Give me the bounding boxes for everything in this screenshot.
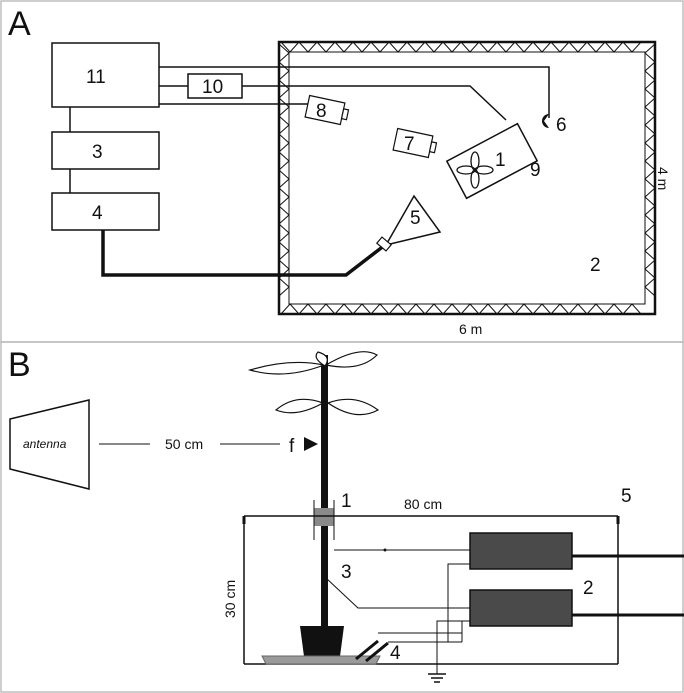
equipment-box-4	[51, 192, 160, 231]
cable-to-probe-6	[159, 66, 550, 118]
label-4: 4	[92, 203, 103, 224]
equipment-box-11	[51, 42, 160, 108]
ref-wire-lower	[436, 620, 470, 674]
label-10: 10	[202, 77, 223, 98]
distance-label: 50 cm	[165, 436, 203, 452]
plant	[247, 351, 380, 664]
chamber-height-dimension: 4 m	[655, 167, 671, 190]
amplifier-lower	[469, 589, 573, 627]
sensor-8-icon	[304, 94, 350, 126]
leaf-top-left	[247, 361, 327, 375]
anechoic-chamber	[277, 40, 657, 316]
panel-a-letter: A	[8, 5, 31, 43]
panel-a: A 11 3 4 10 8	[8, 5, 671, 337]
label-b1: 1	[341, 491, 352, 512]
equipment-box-3	[51, 131, 160, 170]
horn-antenna-5	[375, 194, 442, 252]
leaf-top-center	[315, 351, 328, 367]
label-8: 8	[316, 101, 327, 122]
height-30cm: 30 cm	[222, 580, 238, 618]
plant-stem	[321, 355, 328, 628]
equipment-box-10	[187, 73, 243, 99]
wire-stem-probe-3	[325, 577, 470, 609]
probe-6-icon	[542, 114, 549, 128]
label-6: 6	[556, 115, 567, 136]
absorber-zigzag	[278, 41, 656, 315]
label-2: 2	[590, 255, 601, 276]
panel-b-frame	[0, 341, 684, 693]
leaf-mid-left	[274, 398, 325, 414]
soil-tray	[261, 655, 381, 665]
label-b4: 4	[390, 643, 401, 664]
plant-box-9	[445, 122, 539, 200]
soil-electrode-b	[365, 641, 389, 663]
leaf-top-right	[324, 351, 378, 368]
panel-b: B antenna 50 cm f	[8, 346, 684, 683]
wire-junction-1	[383, 548, 387, 552]
sensor-clip-1	[314, 508, 334, 526]
chamber-outer-wall	[277, 40, 657, 316]
label-b5: 5	[621, 486, 632, 507]
field-label: f	[289, 436, 295, 457]
sensor-7-icon	[392, 127, 438, 159]
label-b2: 2	[583, 578, 594, 599]
antenna-shape	[9, 399, 90, 490]
label-9: 9	[530, 160, 541, 181]
panel-b-letter: B	[8, 346, 31, 384]
chamber-width-dimension: 6 m	[459, 321, 482, 337]
ground-symbol-icon	[428, 673, 446, 683]
label-1: 1	[495, 150, 506, 171]
leaf-mid-right	[326, 398, 380, 416]
antenna-label: antenna	[23, 437, 67, 451]
label-5: 5	[410, 208, 421, 229]
label-3: 3	[92, 142, 103, 163]
cable-to-antenna	[101, 230, 387, 277]
label-b3: 3	[341, 562, 352, 583]
chamber-inner-wall	[288, 51, 646, 305]
absorber-teeth	[278, 41, 656, 315]
soil-electrode-a	[355, 639, 379, 661]
cable-10-to-9	[242, 85, 507, 121]
ref-wire-upper	[447, 563, 470, 642]
plant-pot	[300, 626, 344, 664]
label-11: 11	[86, 67, 106, 88]
field-direction-arrow	[304, 437, 318, 451]
label-7: 7	[404, 134, 415, 155]
plant-1-icon	[456, 151, 494, 189]
width-80cm: 80 cm	[404, 496, 442, 512]
amplifier-upper	[469, 532, 573, 570]
